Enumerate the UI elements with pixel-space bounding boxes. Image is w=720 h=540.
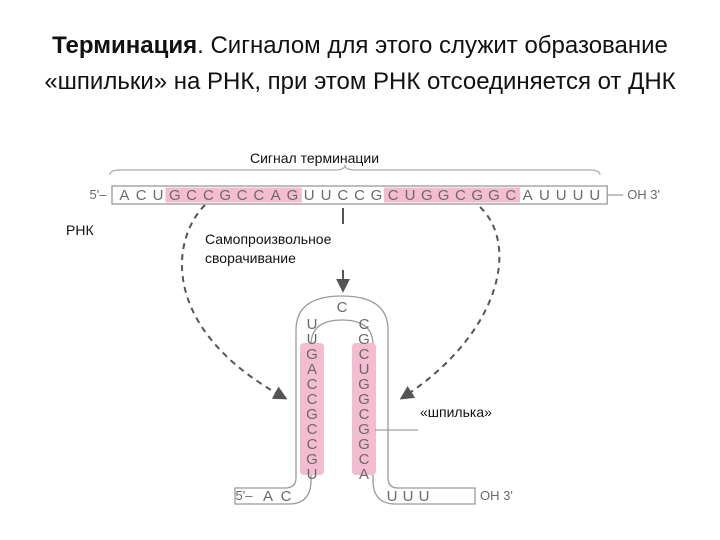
strand-base: C [337,187,348,204]
slide-title: Терминация. Сигналом для этого служит об… [10,28,710,100]
hairpin-right-base: G [358,436,370,453]
hairpin-left-base: U [307,316,318,333]
hairpin-three-prime: OH 3' [480,488,513,503]
hairpin-outline [234,295,476,505]
signal-bracket [109,164,601,176]
strand-base: U [321,187,332,204]
hairpin-tail-right-base: U [387,488,398,505]
strand-base: A [119,187,129,204]
strand-base: G [488,187,500,204]
hairpin-tail-right-base: U [403,488,414,505]
strand-base: A [523,187,533,204]
hairpin-right-base: C [359,451,370,468]
hairpin-tail-left-base: A [263,488,273,505]
hairpin-left-base: U [307,466,318,483]
strand-base: G [371,187,383,204]
strand-base: C [203,187,214,204]
strand-base: G [219,187,231,204]
hairpin-left-base: G [306,451,318,468]
hairpin-right-base: U [359,361,370,378]
hairpin-loop-base: C [337,299,348,316]
hairpin-left-base: G [306,406,318,423]
hairpin-tail-left-base: C [281,488,292,505]
strand-base: U [589,187,600,204]
strand-base: G [471,187,483,204]
hairpin-right-base: G [358,376,370,393]
hairpin-tail-right-base: U [419,488,430,505]
left-dashed-arrow [181,204,288,400]
hairpin-five-prime: 5'– [236,488,254,503]
hairpin-left-base: C [307,436,318,453]
signal-label: Сигнал терминации [250,150,380,166]
hairpin-right-base: C [359,406,370,423]
right-stem-highlight [352,343,376,475]
hairpin-right-base: G [358,391,370,408]
hairpin-left-base: A [307,361,317,378]
hairpin-label: «шпилька» [420,404,492,420]
strand-base: C [237,187,248,204]
strand-base: C [354,187,365,204]
strand-base: G [169,187,181,204]
strand-base: A [271,187,281,204]
strand-base: C [253,187,264,204]
hairpin-right-base: C [359,316,370,333]
hairpin-left-base: G [306,346,318,363]
strand-base: U [539,187,550,204]
hairpin-right-base: A [359,466,369,483]
rna-label: РНК [66,222,94,238]
strand-three-prime: OH 3' [627,187,660,202]
strand-base: G [287,187,299,204]
strand-base: C [136,187,147,204]
folding-label: Самопроизвольное сворачивание [205,231,332,266]
signal-highlight [165,187,302,203]
hairpin-left-base: C [307,391,318,408]
hairpin-left-base: C [307,421,318,438]
hairpin-right-base: G [358,331,370,348]
strand-base: G [438,187,450,204]
strand-base: U [304,187,315,204]
strand-base: C [186,187,197,204]
strand-five-prime: 5'– [90,187,108,202]
strand-base: C [505,187,516,204]
right-dashed-arrow [399,206,501,400]
strand-base: C [388,187,399,204]
strand-base: U [573,187,584,204]
strand-base: U [556,187,567,204]
strand-base: G [421,187,433,204]
hairpin-left-base: U [307,331,318,348]
signal-highlight [383,187,521,203]
left-stem-highlight [300,343,324,475]
hairpin-left-base: C [307,376,318,393]
strand-base: U [405,187,416,204]
strand-base: C [455,187,466,204]
title-bold: Терминация [52,32,198,59]
hairpin-right-base: C [359,346,370,363]
strand-base: U [153,187,164,204]
hairpin-right-base: G [358,421,370,438]
title-rest: . Сигналом для этого служит образование … [44,32,676,95]
